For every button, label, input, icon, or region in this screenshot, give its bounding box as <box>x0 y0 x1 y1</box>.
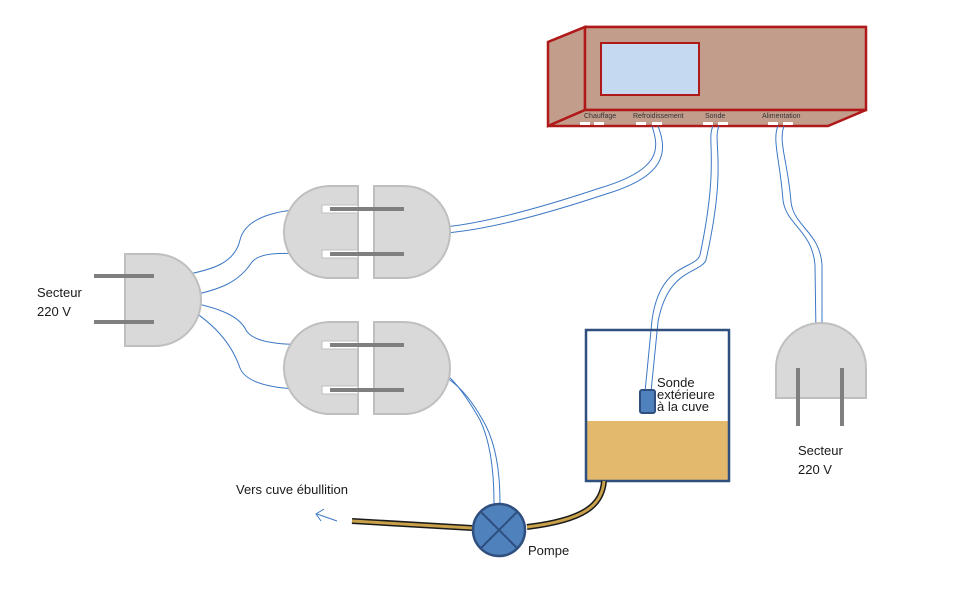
hoses <box>351 480 607 531</box>
pin-top <box>330 343 404 347</box>
socket-half-left <box>283 321 359 415</box>
plug-icon <box>775 322 867 399</box>
cable-sonde-b <box>650 125 720 393</box>
label-sonde: Sonde extérieure à la cuve <box>657 375 718 414</box>
cable-sonde-a <box>644 125 714 393</box>
cable-refroidissement-a <box>411 125 657 229</box>
pump-icon <box>471 502 527 558</box>
mains-plug-left <box>94 253 202 347</box>
label-pompe: Pompe <box>528 543 569 558</box>
tank-liquid <box>587 421 729 480</box>
port-label-chauffage: Chauffage <box>584 113 616 120</box>
plug-icon <box>124 253 202 347</box>
controller-box: Chauffage Refroidissement Sonde Alimenta… <box>546 25 868 128</box>
arrow-icon <box>315 508 338 522</box>
port-label-alimentation: Alimentation <box>762 113 801 120</box>
pin-bottom <box>330 252 404 256</box>
port-label-sonde: Sonde <box>705 113 725 120</box>
relay-plug-bottom <box>283 321 451 415</box>
label-secteur-right: Secteur 220 V <box>798 443 846 477</box>
port-markers <box>580 122 793 125</box>
plug-half-right <box>373 321 451 415</box>
socket-half-left <box>283 185 359 279</box>
pin-bottom <box>330 388 404 392</box>
tank <box>584 328 731 483</box>
plug-half-right <box>373 185 451 279</box>
controller-screen <box>600 42 700 96</box>
probe-icon <box>639 389 656 414</box>
tank-outline <box>584 328 731 483</box>
relay-plug-top <box>283 185 451 279</box>
pin-bottom <box>94 320 154 324</box>
label-secteur-left: Secteur 220 V <box>37 285 85 319</box>
label-vers-cuve: Vers cuve ébullition <box>236 482 348 497</box>
pin-top <box>330 207 404 211</box>
pin-top <box>94 274 154 278</box>
pin-left <box>796 368 800 426</box>
cables <box>177 125 841 504</box>
port-label-refroidissement: Refroidissement <box>633 113 684 120</box>
mains-plug-right <box>775 322 867 426</box>
pin-right <box>840 368 844 426</box>
